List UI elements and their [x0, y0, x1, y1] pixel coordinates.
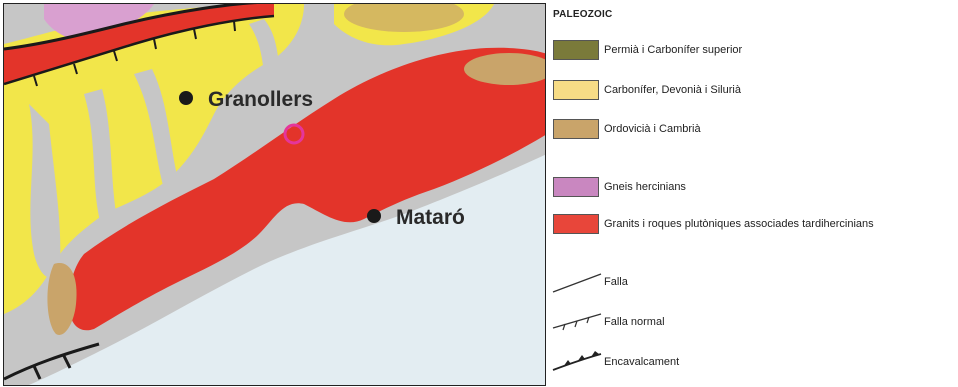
ordovician-blob-2	[47, 263, 77, 335]
ordovician-blob-1	[464, 53, 545, 85]
legend-label-encavalcament: Encavalcament	[604, 356, 680, 368]
granite-band-north	[4, 4, 274, 84]
fault-line-icon	[552, 273, 602, 293]
legend-heading: PALEOZOIC	[553, 9, 613, 20]
granite-body	[69, 47, 545, 331]
ordovician-blob-3	[344, 4, 464, 32]
legend-label-granits: Granits i roques plutòniques associades …	[604, 218, 874, 230]
city-dot-granollers	[179, 91, 193, 105]
valley-3	[134, 69, 179, 189]
legend-label-ordovicia: Ordovicià i Cambrià	[604, 123, 701, 135]
swatch-ordovicia	[553, 119, 599, 139]
thrust-fault-icon	[552, 351, 602, 371]
geologic-map: Granollers Mataró	[3, 3, 546, 386]
thrust-line	[4, 4, 258, 51]
swatch-granits	[553, 214, 599, 234]
legend-label-permia: Permià i Carbonífer superior	[604, 44, 743, 56]
carbonifer-zone-west	[4, 4, 304, 314]
valley-1	[29, 104, 61, 278]
map-canvas	[4, 4, 545, 385]
fault-ticks	[33, 20, 236, 87]
city-label-mataro: Mataró	[396, 206, 465, 229]
swatch-carbonifer	[553, 80, 599, 100]
swatch-permia	[553, 40, 599, 60]
location-ring	[283, 123, 305, 145]
legend-label-falla: Falla	[604, 276, 628, 288]
valley-2	[84, 89, 119, 234]
legend-label-gneis: Gneis hercinians	[604, 181, 686, 193]
map-legend: PALEOZOIC Permià i Carbonífer superior C…	[548, 0, 958, 387]
legend-label-carbonifer: Carbonífer, Devonià i Silurià	[604, 84, 741, 96]
valley-4	[249, 19, 289, 109]
legend-label-falla-normal: Falla normal	[604, 316, 665, 328]
normal-fault-icon	[552, 313, 602, 331]
normal-fault-line	[4, 14, 275, 86]
swatch-gneis	[553, 177, 599, 197]
city-dot-mataro	[367, 209, 381, 223]
coastal-thrust	[4, 342, 100, 381]
gneis-zone	[44, 4, 154, 41]
city-label-granollers: Granollers	[208, 88, 314, 111]
